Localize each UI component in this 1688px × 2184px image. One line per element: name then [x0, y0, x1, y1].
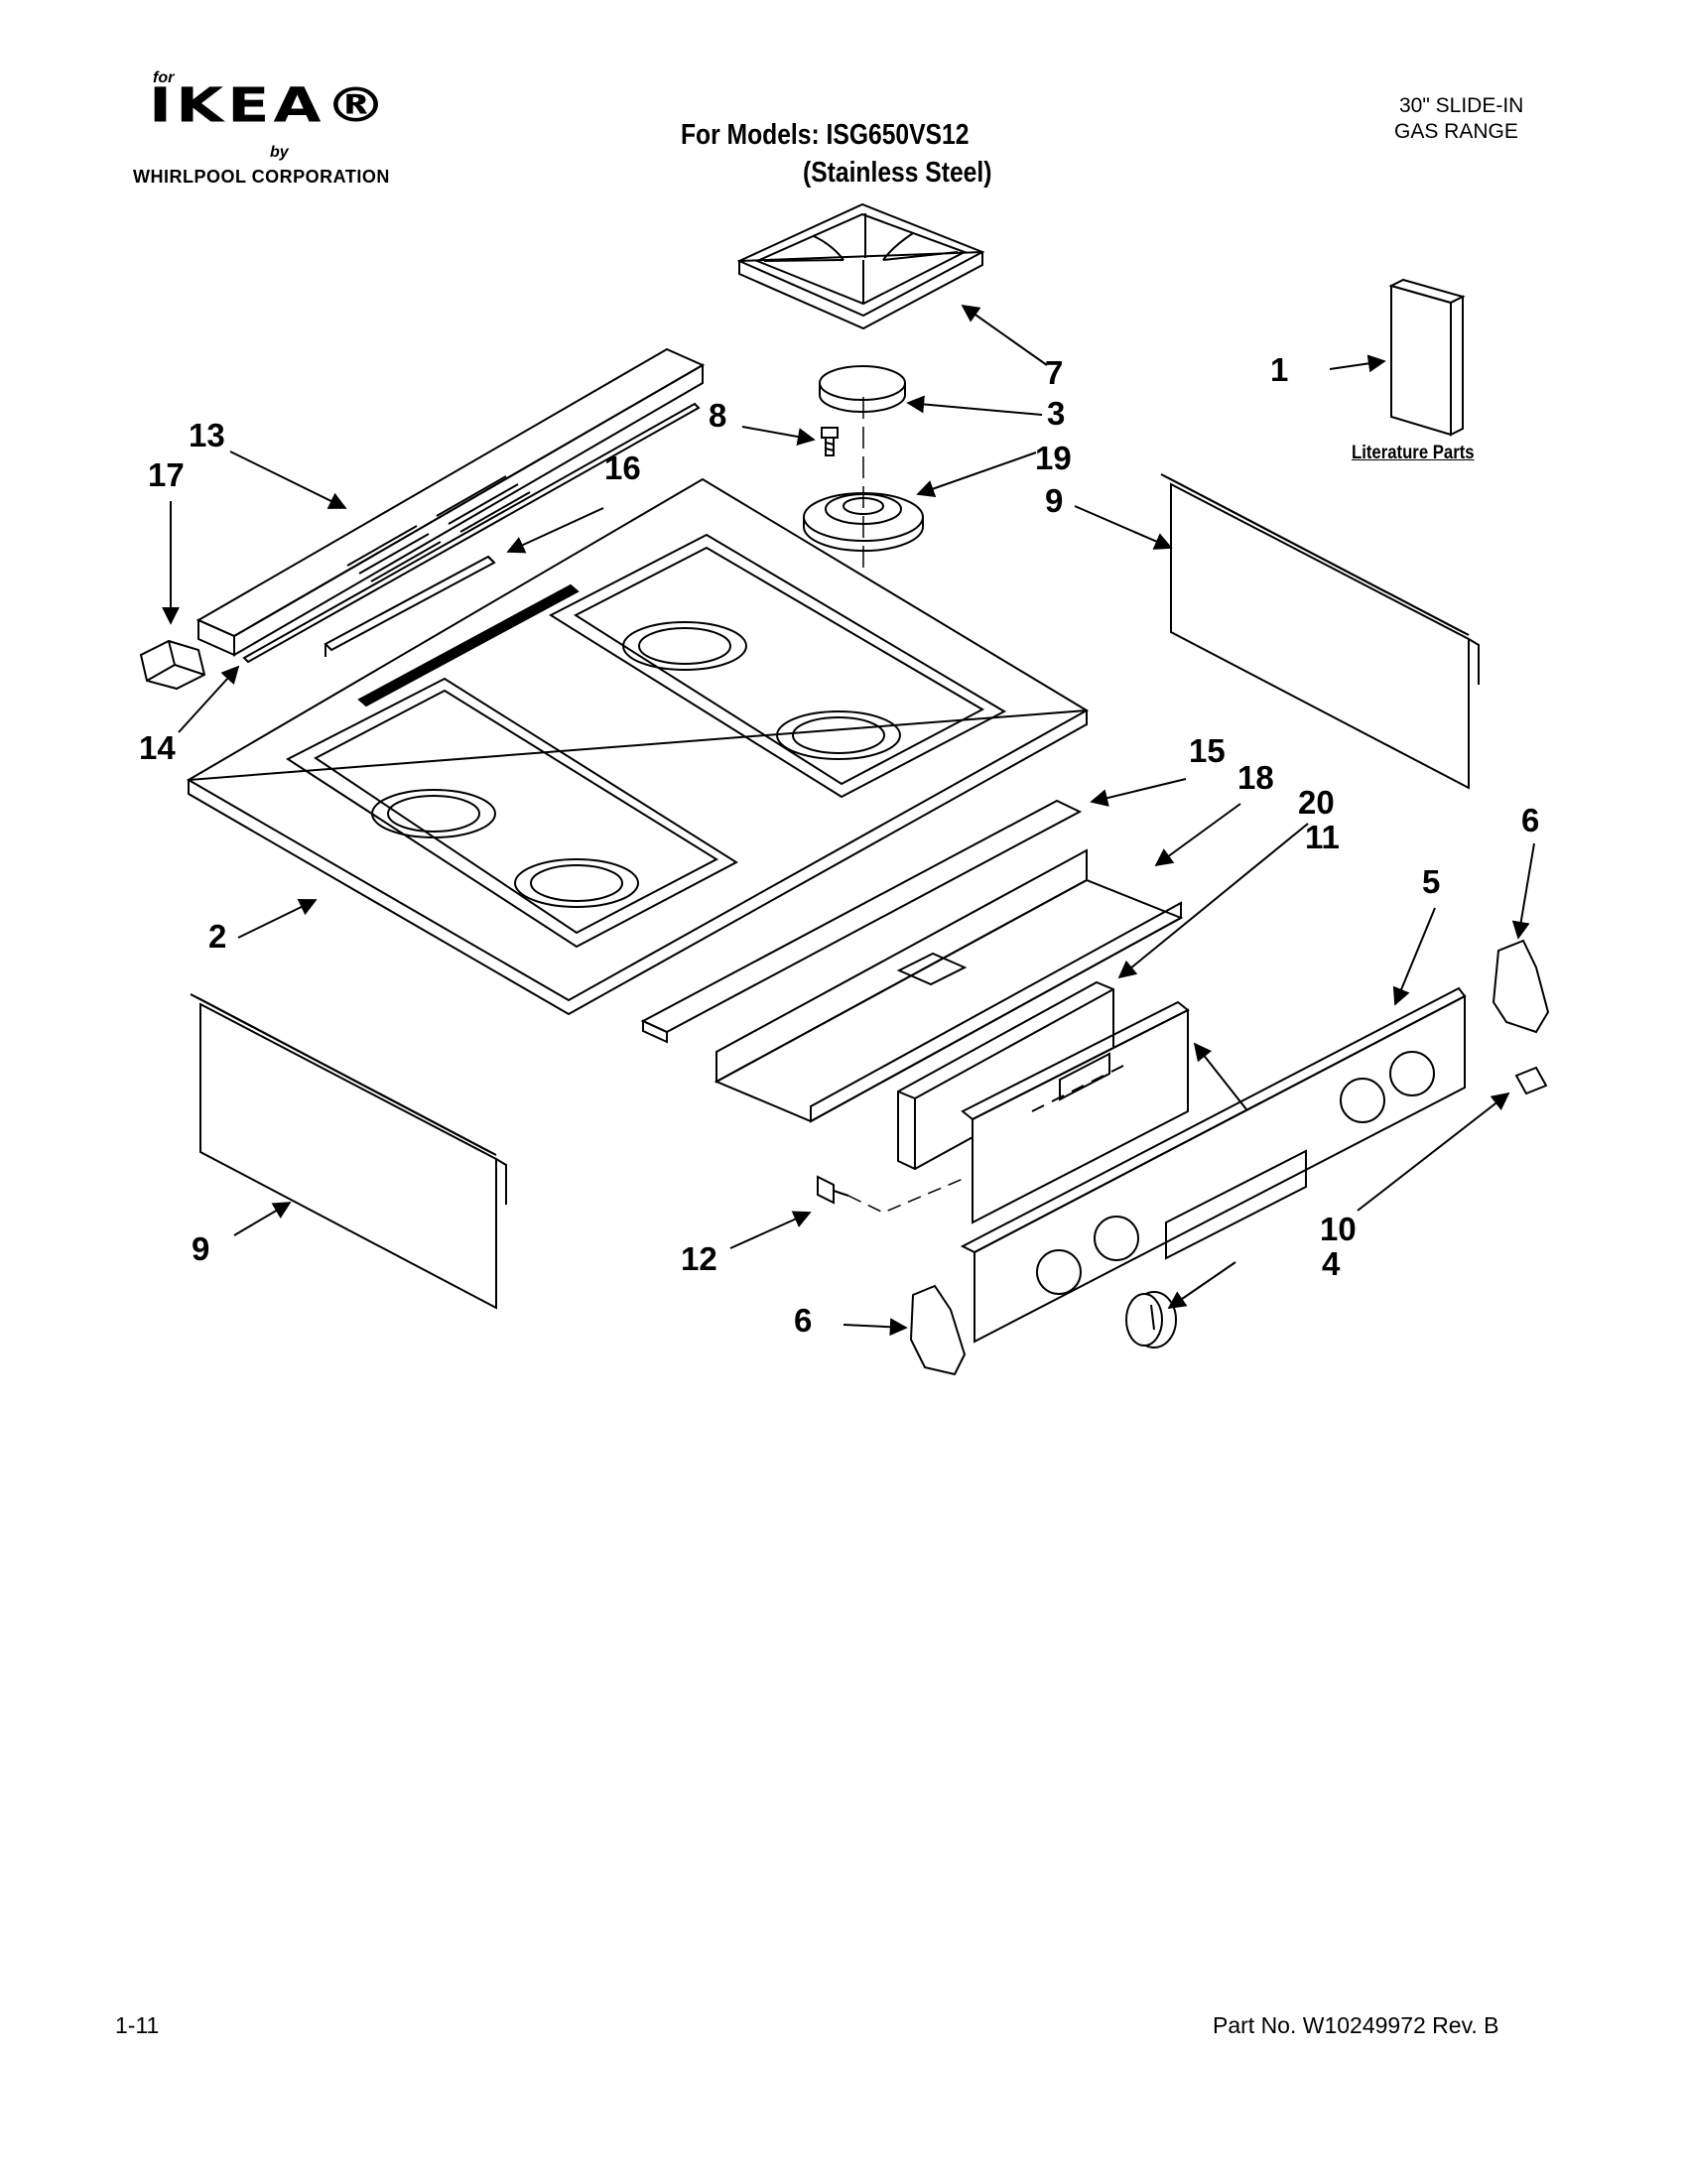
callout-9-left: 9: [192, 1230, 209, 1267]
trim-strip-part: [242, 402, 701, 664]
brand-for: for: [153, 69, 175, 86]
callout-16: 16: [604, 450, 641, 486]
literature-parts-label: Literature Parts: [1352, 443, 1475, 463]
control-knob-part: [1125, 1291, 1177, 1349]
control-channel-part: [714, 848, 1184, 1123]
callout-1: 1: [1270, 351, 1288, 388]
callout-6-right: 6: [1521, 802, 1539, 838]
callout-5: 5: [1422, 863, 1440, 900]
callout-15: 15: [1189, 732, 1226, 769]
manufacturer-name: WHIRLPOOL CORPORATION: [133, 167, 390, 187]
callout-4: 4: [1322, 1245, 1341, 1282]
burner-cap-part: [819, 365, 906, 413]
callout-10: 10: [1320, 1211, 1357, 1247]
end-bracket-left-part: [909, 1284, 967, 1376]
burner-grate-part: [736, 202, 985, 330]
end-bracket-right-part: [1492, 939, 1550, 1034]
callout-12: 12: [681, 1240, 717, 1277]
product-type-line2: GAS RANGE: [1394, 120, 1518, 143]
model-variant: (Stainless Steel): [803, 157, 992, 189]
front-rail-part: [640, 799, 1083, 1044]
end-cap-part: [139, 639, 206, 691]
callout-11: 11: [1305, 819, 1340, 855]
product-type-line1: 30" SLIDE-IN: [1399, 94, 1524, 117]
part-number: Part No. W10249972 Rev. B: [1213, 2012, 1499, 2038]
electronic-control-part: [961, 1000, 1190, 1224]
callout-6-left: 6: [794, 1302, 812, 1339]
support-bracket-part: [324, 555, 496, 657]
page-number: 1-11: [115, 2012, 160, 2038]
callout-17: 17: [148, 456, 185, 493]
callout-13: 13: [189, 417, 225, 453]
callout-20: 20: [1298, 784, 1335, 821]
callout-18: 18: [1237, 759, 1274, 796]
leader-lines: [162, 304, 1535, 1337]
ikea-logo: IKEA®: [149, 76, 391, 134]
control-panel-part: [960, 986, 1467, 1344]
callout-14: 14: [139, 729, 176, 766]
knob-stem-part: [817, 1175, 969, 1214]
side-panel-right-part: [1160, 473, 1480, 790]
callout-19: 19: [1035, 440, 1072, 476]
vent-trim-part: [195, 347, 706, 657]
callout-8: 8: [709, 397, 726, 434]
literature-booklet-part: [1388, 278, 1466, 437]
callout-9-right: 9: [1045, 482, 1063, 519]
cooktop-panel-part: [187, 477, 1089, 1016]
screw-part: [821, 427, 839, 456]
rocker-switch-part: [1514, 1066, 1548, 1095]
callout-2: 2: [208, 918, 226, 955]
side-panel-left-part: [190, 993, 507, 1310]
brand-by: by: [270, 144, 289, 161]
callout-7: 7: [1045, 354, 1063, 391]
callout-3: 3: [1047, 395, 1065, 432]
model-number: For Models: ISG650VS12: [681, 119, 970, 151]
